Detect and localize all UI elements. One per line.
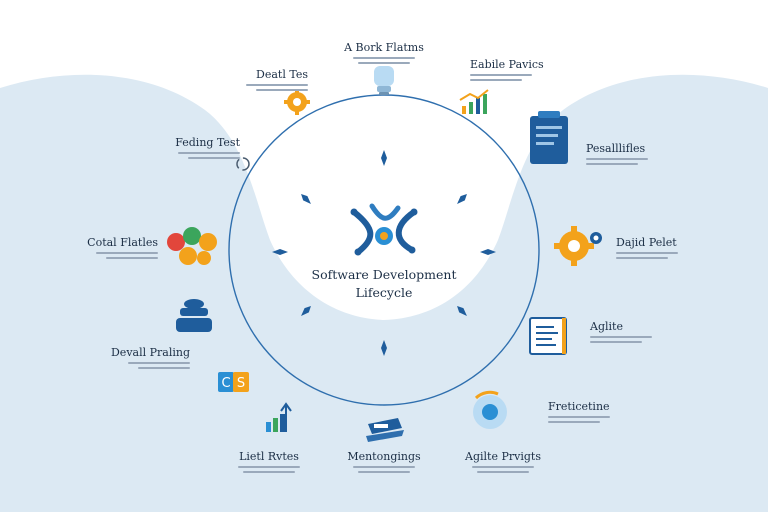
- node-description: [100, 362, 190, 369]
- node-right-lower[interactable]: Aglite: [590, 320, 680, 343]
- hexagon-cluster-icon: [167, 227, 217, 265]
- node-description: [458, 466, 548, 473]
- node-description: [334, 57, 434, 64]
- node-description: [548, 416, 638, 423]
- center-title: Software Development Lifecycle: [304, 266, 464, 302]
- gears-icon: [554, 226, 602, 266]
- node-title: Mentongings: [347, 450, 421, 463]
- lightbulb-icon: [374, 66, 394, 95]
- node-description: [590, 336, 680, 343]
- code-c-icon: C S: [218, 372, 249, 392]
- node-title: Dajid Pelet: [616, 236, 677, 249]
- node-top-left[interactable]: Deatl Tes: [228, 68, 308, 91]
- target-icon: [473, 390, 507, 429]
- node-description: [586, 158, 676, 165]
- node-description: [616, 252, 706, 259]
- node-description: [339, 466, 429, 473]
- node-title: A Bork Flatms: [344, 41, 424, 54]
- marker-nw: [301, 194, 311, 204]
- document-icon: [529, 317, 567, 355]
- database-icon: [176, 299, 212, 332]
- node-title: Freticetine: [548, 400, 610, 413]
- node-description: [150, 152, 240, 159]
- node-title: Pesalllifles: [586, 142, 646, 155]
- network-hub-icon: [350, 203, 418, 256]
- node-bottom-left[interactable]: Lietl Rvtes: [224, 450, 314, 473]
- marker-sw: [301, 306, 311, 316]
- svg-text:S: S: [237, 376, 245, 391]
- node-right-upper[interactable]: Pesalllifles: [586, 142, 676, 165]
- node-right-mid[interactable]: Dajid Pelet: [616, 236, 706, 259]
- node-title: Devall Praling: [110, 346, 190, 359]
- node-left-lower[interactable]: Devall Praling: [100, 346, 190, 369]
- marker-e: [480, 249, 496, 255]
- node-bottom-right[interactable]: Agilte Prvigts: [458, 450, 548, 473]
- node-right-bottom[interactable]: Freticetine: [548, 400, 638, 423]
- chart-icon: [459, 89, 489, 114]
- marker-n: [381, 150, 387, 166]
- clipboard-icon: [530, 111, 568, 164]
- gear-icon: [284, 89, 310, 115]
- node-left-upper[interactable]: Feding Test: [150, 136, 240, 159]
- node-title: Eabile Pavics: [470, 58, 544, 71]
- node-title: Deatl Tes: [256, 68, 308, 81]
- background-wave: [0, 74, 768, 512]
- node-description: [224, 466, 314, 473]
- marker-ne: [457, 194, 467, 204]
- ring-markers: [272, 150, 496, 356]
- cycle-icon: [236, 157, 250, 171]
- node-top-right[interactable]: Eabile Pavics: [470, 58, 560, 81]
- node-title: Feding Test: [175, 136, 240, 149]
- bar-growth-icon: [266, 402, 292, 432]
- node-title: Aglite: [590, 320, 623, 333]
- node-bottom[interactable]: Mentongings: [339, 450, 429, 473]
- node-description: [228, 84, 308, 91]
- marker-s: [381, 340, 387, 356]
- laptop-icon: [366, 418, 404, 442]
- node-title: Cotal Flatles: [87, 236, 158, 249]
- center-title-line2: Lifecycle: [355, 285, 413, 300]
- svg-text:C: C: [221, 376, 230, 391]
- marker-se: [457, 306, 467, 316]
- node-title: Agilte Prvigts: [465, 450, 541, 463]
- node-left-mid[interactable]: Cotal Flatles: [70, 236, 158, 259]
- node-top[interactable]: A Bork Flatms: [334, 41, 434, 64]
- node-description: [70, 252, 158, 259]
- marker-w: [272, 249, 288, 255]
- node-title: Lietl Rvtes: [239, 450, 299, 463]
- node-description: [470, 74, 560, 81]
- center-title-line1: Software Development: [311, 267, 457, 282]
